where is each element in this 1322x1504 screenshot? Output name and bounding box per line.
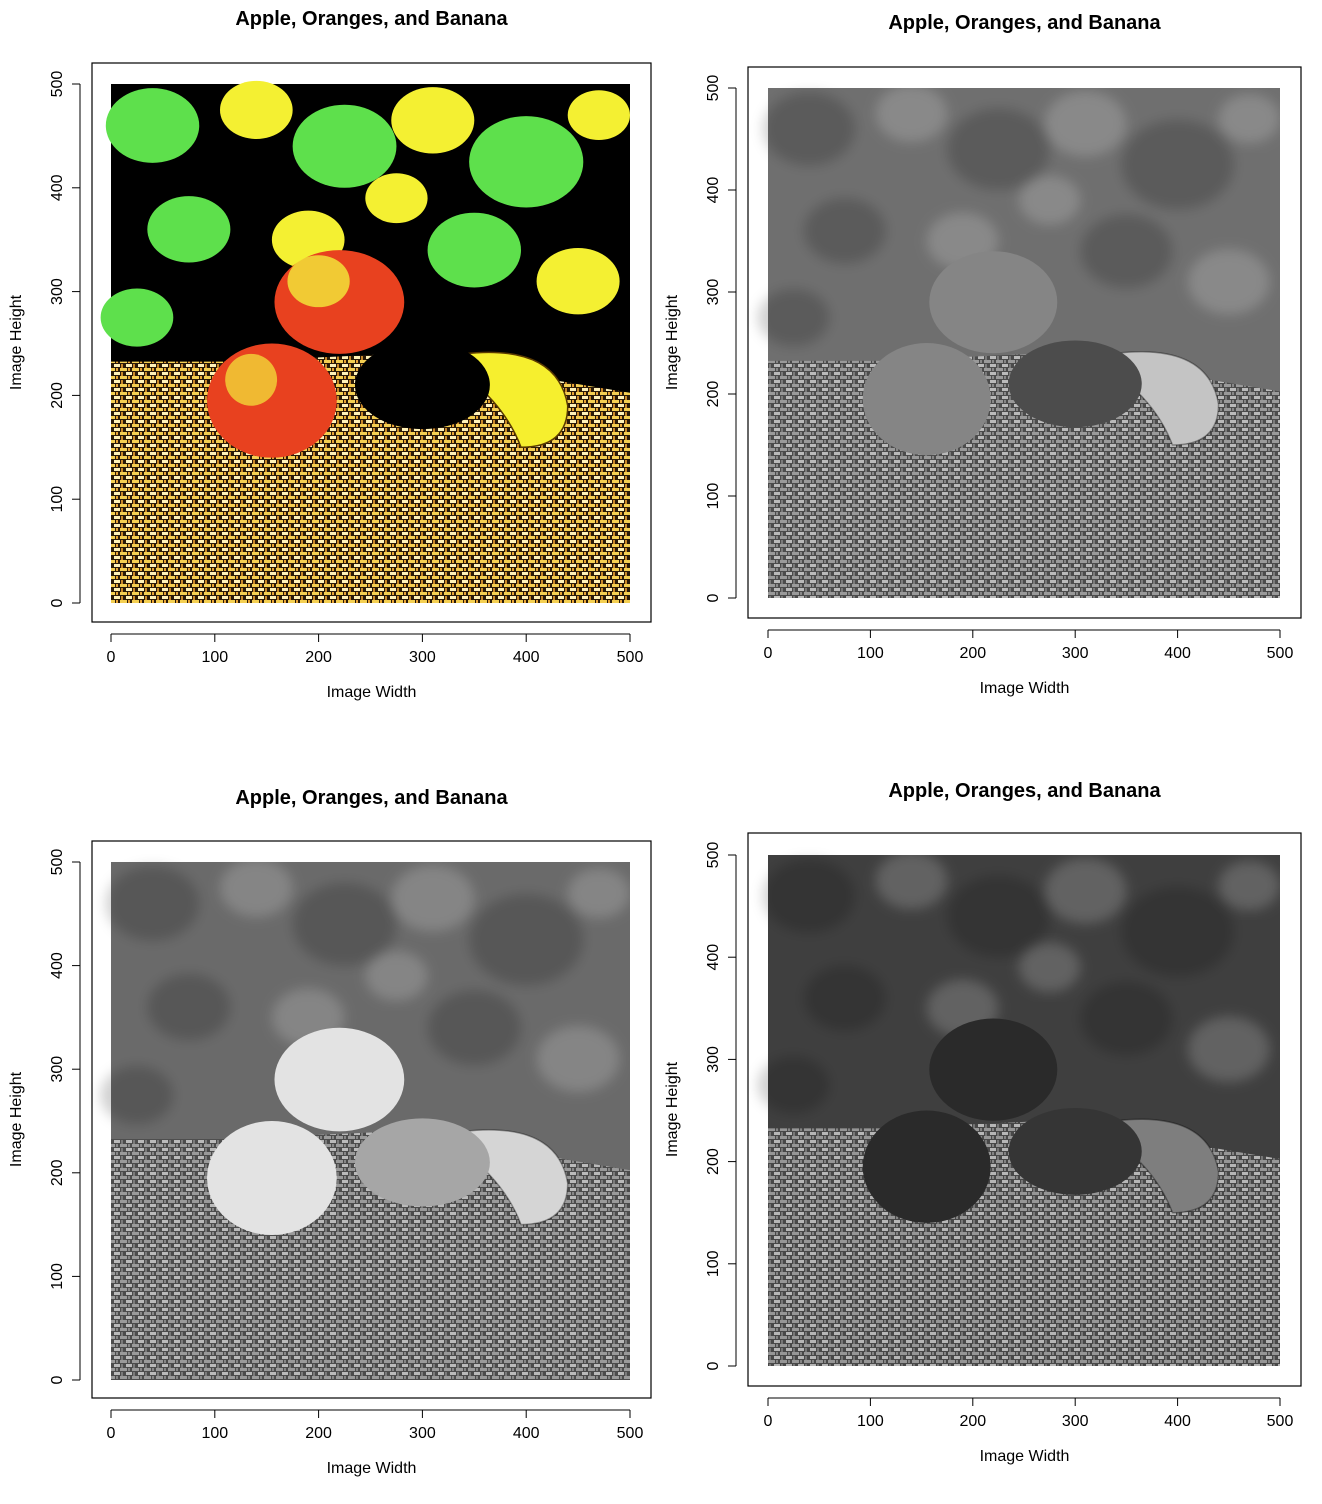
chart-title: Apple, Oranges, and Banana [888,780,1161,802]
x-tick-label: 500 [617,649,644,666]
x-tick-label: 0 [107,1425,116,1442]
plot-frame [91,62,652,623]
x-tick-label: 300 [409,649,436,666]
x-tick-label: 400 [513,649,540,666]
x-tick-label: 200 [959,1413,986,1430]
y-tick-label: 100 [49,1263,66,1290]
y-tick-label: 500 [49,71,66,98]
x-axis-label: Image Width [327,684,417,701]
x-tick-label: 500 [617,1425,644,1442]
x-axis-label: Image Width [980,680,1070,697]
y-tick-label: 200 [49,382,66,409]
x-tick-label: 200 [305,1425,332,1442]
x-axis-label: Image Width [327,1460,417,1477]
image-raster [100,858,630,1380]
y-tick-label: 400 [705,177,722,204]
y-tick-label: 300 [705,1046,722,1073]
y-tick-label: 100 [705,483,722,510]
x-tick-label: 100 [201,1425,228,1442]
plot-frame [747,832,1302,1387]
plot-frame [91,840,652,1399]
x-tick-label: 500 [1267,645,1294,662]
y-tick-label: 200 [49,1159,66,1186]
y-axis-label: Image Height [664,1061,681,1157]
x-tick-label: 400 [513,1425,540,1442]
image-panel-2: Apple, Oranges, and Banana 0 100 200 300 400 5… [664,12,1302,697]
x-tick-label: 400 [1164,1413,1191,1430]
x-tick-label: 200 [959,645,986,662]
y-tick-label: 300 [49,1056,66,1083]
x-tick-label: 100 [857,645,884,662]
x-tick-label: 400 [1164,645,1191,662]
x-tick-label: 200 [305,649,332,666]
plot-frame [747,66,1302,619]
chart-title: Apple, Oranges, and Banana [888,12,1161,34]
y-tick-label: 0 [49,598,66,607]
y-tick-label: 400 [49,952,66,979]
y-tick-label: 500 [49,849,66,876]
y-tick-label: 0 [705,1361,722,1370]
image-panel-1: Apple, Oranges, and Banana 0 100 200 300 400 5… [8,8,652,701]
x-tick-label: 500 [1267,1413,1294,1430]
y-tick-label: 0 [705,593,722,602]
y-axis-label: Image Height [8,1071,25,1167]
y-tick-label: 300 [705,279,722,306]
x-tick-label: 300 [409,1425,436,1442]
image-panel-3: Apple, Oranges, and Banana 0 100 200 300 400 5… [8,787,652,1477]
x-tick-label: 100 [857,1413,884,1430]
image-raster [100,80,630,603]
y-axis-label: Image Height [8,294,25,390]
x-tick-label: 0 [764,645,773,662]
y-tick-label: 100 [705,1250,722,1277]
image-raster [757,851,1280,1366]
x-tick-label: 300 [1062,1413,1089,1430]
x-tick-label: 100 [201,649,228,666]
y-tick-label: 500 [705,75,722,102]
y-tick-label: 400 [49,174,66,201]
y-axis-label: Image Height [664,294,681,390]
chart-title: Apple, Oranges, and Banana [235,8,508,30]
y-tick-label: 0 [49,1375,66,1384]
y-tick-label: 400 [705,944,722,971]
image-panel-4: Apple, Oranges, and Banana 0 100 200 300 400 5… [664,780,1302,1465]
chart-title: Apple, Oranges, and Banana [235,787,508,809]
y-tick-label: 500 [705,842,722,869]
x-axis-label: Image Width [980,1448,1070,1465]
x-tick-label: 0 [107,649,116,666]
y-tick-label: 200 [705,1148,722,1175]
x-tick-label: 0 [764,1413,773,1430]
x-tick-label: 300 [1062,645,1089,662]
y-tick-label: 300 [49,278,66,305]
y-tick-label: 200 [705,381,722,408]
image-raster [757,84,1280,598]
y-tick-label: 100 [49,486,66,513]
